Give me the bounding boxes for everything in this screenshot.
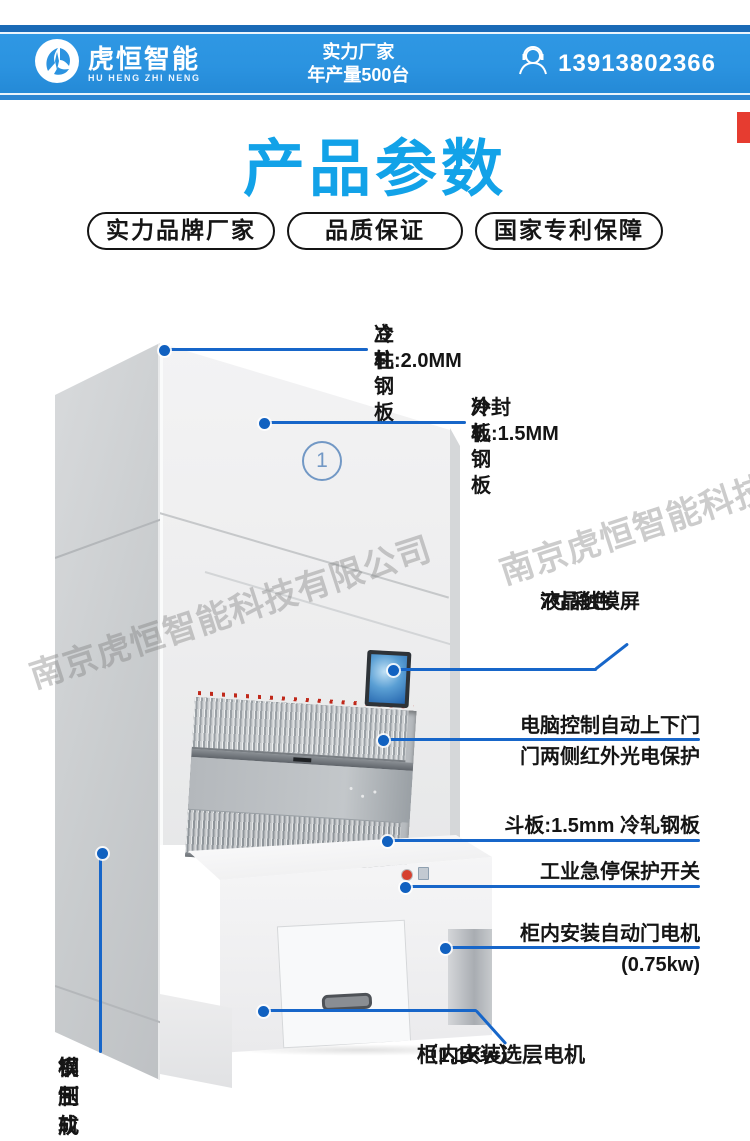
callout-text: 冷轧钢板 [471,397,491,497]
callout-text: 外封板:1.5MM [471,397,559,445]
callout-line [267,1009,477,1012]
callout-dot [159,345,170,356]
tagline-line2: 年产量500台 [307,64,410,85]
banner-tagline: 实力厂家 年产量500台 [307,41,409,87]
callout-dot [258,1006,269,1017]
callout-line [391,839,700,842]
callout-text: 立柱:2.0MM [374,324,462,372]
callout-line [268,421,466,424]
interior-hole [349,786,353,791]
cabinet-side-panel [55,343,160,1080]
cabinet-right-edge [450,428,460,846]
callout-dot [382,836,393,847]
callout-text: 模压成型 [58,1057,79,1138]
base-pedestal [160,994,232,1088]
brand-name: 虎恒智能 [88,43,201,74]
tagline-line1: 实力厂家 [322,41,395,62]
shelf-latch [293,757,312,763]
callout-line [397,668,597,671]
callout-dot [97,848,108,859]
panel-switch [418,867,429,880]
page-title: 产品参数 [242,135,507,204]
emergency-stop-button [402,870,412,880]
phone-number: 13913802366 [558,49,716,77]
callout-dot [259,418,270,429]
callout-text: （1.1Kw） [417,1044,520,1067]
contact-phone[interactable]: 13913802366 [516,44,716,83]
desk-drawer [276,919,412,1049]
callout-dot [440,943,451,954]
top-banner: 虎恒智能 HU HENG ZHI NENG 实力厂家 年产量500台 13913… [0,25,750,100]
callout-text: 7寸彩色 [540,591,612,613]
callout-text: 冷轧钢板 [374,324,394,424]
brand-name-pinyin: HU HENG ZHI NENG [88,72,201,83]
badge-row: 实力品牌厂家 品质保证 国家专利保障 [0,212,750,250]
callout-door-motor-line2: (0.75kw) [621,954,700,976]
callout-line [99,857,102,1053]
badge-patent: 国家专利保障 [475,212,663,250]
callout-emergency-stop: 工业急停保护开关 [540,861,700,883]
desk-front [220,857,492,1053]
callout-dot [378,735,389,746]
callout-door-motor-line1: 柜内安装自动门电机 [520,923,700,945]
callout-text: 柜内安装选层电机 [417,1044,585,1067]
touchscreen-display [368,654,408,704]
callout-dot [388,665,399,676]
callout-auto-door-line2: 门两侧红外光电保护 [520,746,700,768]
brand-logo: 虎恒智能 HU HENG ZHI NENG [34,38,201,89]
badge-quality: 品质保证 [287,212,463,250]
badge-brand-strength: 实力品牌厂家 [87,212,275,250]
callout-line [594,642,630,671]
interior-hole [373,790,377,794]
callout-auto-door-line1: 电脑控制自动上下门 [520,715,700,737]
red-edge-tab [737,112,750,143]
callout-dot [400,882,411,893]
callout-line [387,738,700,741]
interior-hole [361,794,365,798]
headset-contact-icon [516,44,550,83]
side-panel-seam [55,985,160,1024]
side-panel-seam [55,518,160,559]
touchscreen [364,649,412,709]
callout-line [409,885,700,888]
callout-line [168,348,368,351]
callout-text: 钢制轨道 [58,1057,79,1138]
callout-hopper-panel: 斗板:1.5mm 冷轧钢板 [504,815,700,837]
panel-number-badge: 1 [302,441,342,481]
callout-text: 液晶触摸屏 [540,591,640,613]
callout-line [449,946,700,949]
brand-logo-icon [34,38,80,89]
